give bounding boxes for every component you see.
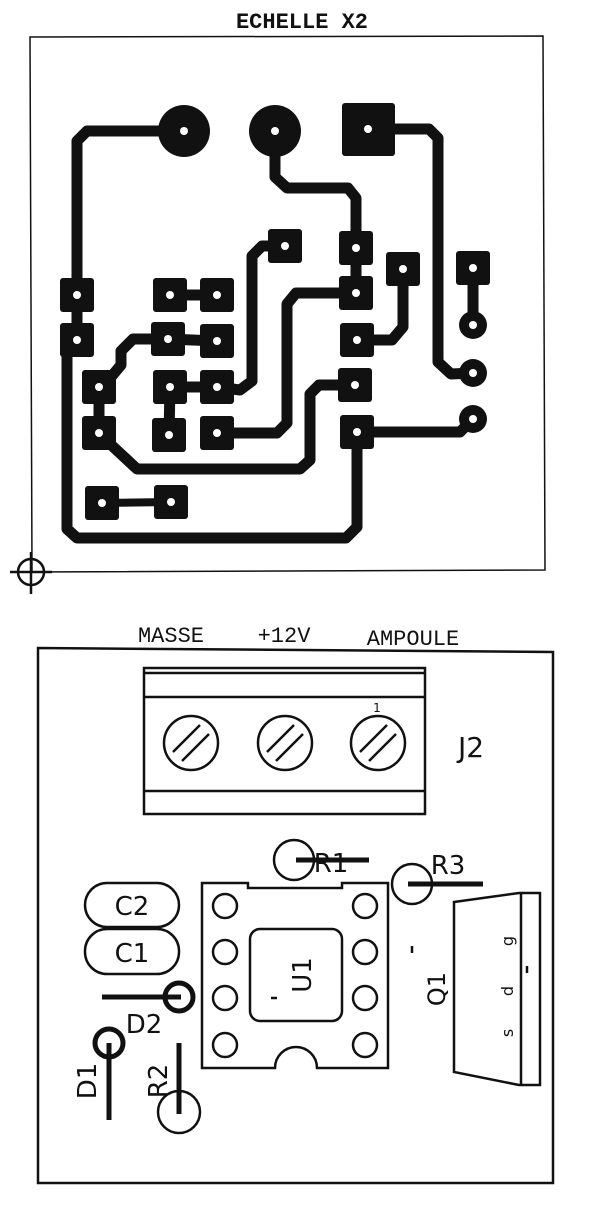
copper-layout: ECHELLE X2 (10, 10, 546, 594)
label-d2: D2 (126, 1010, 163, 1040)
trace (211, 287, 362, 439)
drill-hole (213, 383, 221, 391)
trace (351, 263, 409, 346)
copper-title: ECHELLE X2 (236, 10, 368, 35)
pin1-marker: 1 (373, 701, 381, 715)
drill-hole (352, 289, 360, 297)
drill-hole (353, 428, 361, 436)
resistor-r3: R3 (390, 851, 483, 906)
board-outline-bottom (36, 646, 555, 1185)
label-r1: R1 (314, 849, 349, 879)
trace (71, 125, 166, 346)
drill-hole (351, 381, 359, 389)
drill-hole (95, 429, 103, 437)
drill-hole (213, 291, 221, 299)
drill-hole (271, 127, 279, 135)
drill-hole (469, 415, 477, 423)
transistor-q1: Q1 g d s (410, 891, 542, 1087)
drill-hole (399, 265, 407, 273)
label-r2: R2 (144, 1064, 174, 1099)
label-q1: Q1 (423, 972, 451, 1006)
terminal-block-j2: 1 (142, 666, 427, 816)
drill-hole (213, 429, 221, 437)
drill-hole (166, 383, 174, 391)
terminal-label-ampoule: AMPOULE (367, 627, 459, 652)
registration-mark-icon (10, 552, 52, 594)
resistor-r2: R2 (144, 1043, 202, 1135)
label-j2: J2 (456, 731, 484, 764)
label-c1: C1 (115, 939, 150, 969)
diode-d1: D1 (73, 1026, 126, 1120)
screw-icon (162, 714, 220, 772)
drill-hole (165, 431, 173, 439)
drill-hole (353, 336, 361, 344)
drill-hole (469, 369, 477, 377)
board-outline-top (29, 35, 546, 573)
terminal-label-12v: +12V (258, 624, 312, 649)
ic-u1: U1 (200, 881, 390, 1070)
terminal-label-masse: MASSE (138, 624, 204, 649)
drill-hole (469, 321, 477, 329)
capacitor-c1: C1 (83, 927, 181, 976)
traces (61, 123, 479, 544)
trace (351, 413, 479, 438)
screw-icon (349, 714, 407, 772)
drill-hole (164, 335, 172, 343)
drill-holes (73, 125, 477, 507)
drill-hole (98, 499, 106, 507)
drill-hole (166, 291, 174, 299)
drill-hole (469, 264, 477, 272)
drill-hole (352, 244, 360, 252)
component-layout: MASSE +12V AMPOULE 1 J2 R1 R3 (36, 624, 555, 1185)
trace (269, 125, 362, 299)
label-u1: U1 (288, 957, 318, 993)
label-c2: C2 (115, 892, 150, 922)
drill-hole (364, 125, 372, 133)
drill-hole (281, 242, 289, 250)
drill-hole (213, 337, 221, 345)
q1-pin-g: g (498, 936, 517, 946)
label-r3: R3 (431, 851, 466, 881)
drill-hole (95, 383, 103, 391)
trace (362, 123, 479, 380)
drill-hole (180, 127, 188, 135)
resistor-r1: R1 (272, 838, 369, 882)
drill-hole (73, 291, 81, 299)
trace (211, 240, 291, 396)
label-d1: D1 (73, 1063, 103, 1100)
q1-pin-d: d (498, 986, 517, 996)
capacitor-c2: C2 (83, 881, 181, 929)
diode-d2: D2 (102, 980, 196, 1040)
q1-pin-s: s (498, 1029, 517, 1037)
screw-icon (256, 714, 314, 772)
drill-hole (167, 498, 175, 506)
drill-hole (73, 336, 81, 344)
